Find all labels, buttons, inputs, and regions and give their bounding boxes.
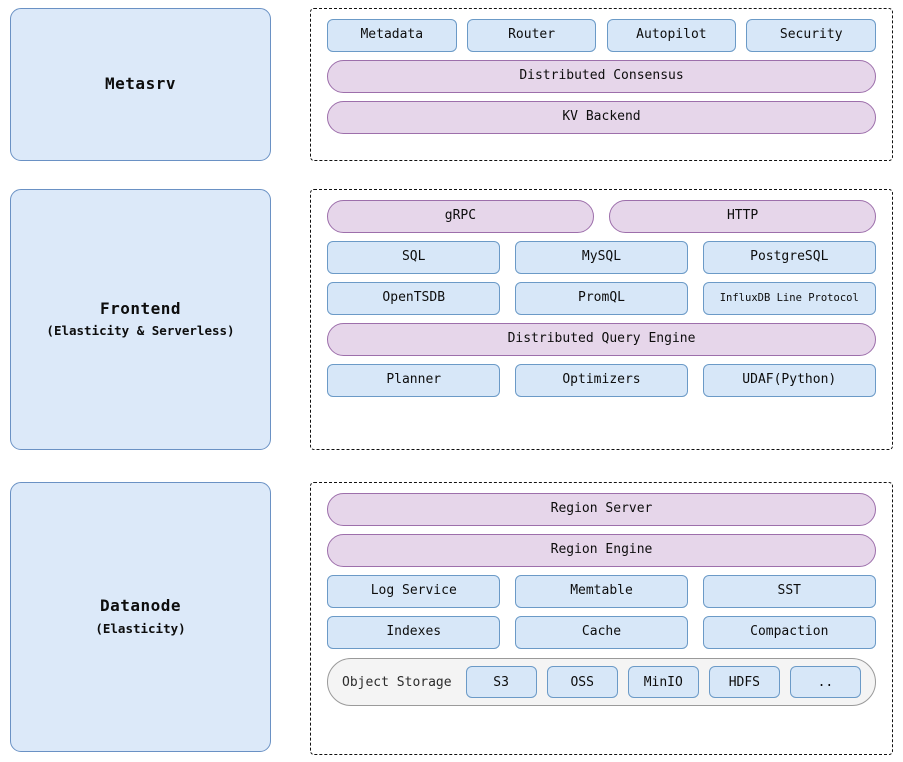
component-row: OpenTSDB PromQL InfluxDB Line Protocol xyxy=(327,282,876,315)
role-panel-metasrv: Metasrv xyxy=(10,8,271,161)
component-distributed-consensus[interactable]: Distributed Consensus xyxy=(327,60,876,93)
component-region-engine[interactable]: Region Engine xyxy=(327,534,876,567)
component-group-frontend: gRPC HTTP SQL MySQL PostgreSQL OpenTSDB … xyxy=(310,189,893,450)
component-memtable[interactable]: Memtable xyxy=(514,575,689,608)
component-security[interactable]: Security xyxy=(746,19,876,52)
component-row: Indexes Cache Compaction xyxy=(327,616,876,649)
component-group-datanode: Region Server Region Engine Log Service … xyxy=(310,482,893,755)
object-storage-label: Object Storage xyxy=(342,674,452,690)
component-row: Distributed Query Engine xyxy=(327,323,876,356)
component-row: gRPC HTTP xyxy=(327,200,876,233)
object-storage-strip: Object Storage S3 OSS MinIO HDFS .. xyxy=(327,658,876,706)
storage-backend-more[interactable]: .. xyxy=(789,666,861,698)
role-panel-datanode: Datanode (Elasticity) xyxy=(10,482,271,752)
component-group-metasrv: Metadata Router Autopilot Security Distr… xyxy=(310,8,893,161)
component-distributed-query-engine[interactable]: Distributed Query Engine xyxy=(327,323,876,356)
component-log-service[interactable]: Log Service xyxy=(327,575,501,608)
role-panel-subtitle: (Elasticity) xyxy=(95,620,186,636)
component-mysql[interactable]: MySQL xyxy=(514,241,689,274)
component-row: Log Service Memtable SST xyxy=(327,575,876,608)
component-sst[interactable]: SST xyxy=(702,575,876,608)
component-udaf-python[interactable]: UDAF(Python) xyxy=(702,364,876,397)
component-router[interactable]: Router xyxy=(466,19,597,52)
storage-backend-oss[interactable]: OSS xyxy=(546,666,618,698)
component-row: Region Engine xyxy=(327,534,876,567)
component-planner[interactable]: Planner xyxy=(327,364,501,397)
storage-backend-minio[interactable]: MinIO xyxy=(627,666,699,698)
role-panel-frontend: Frontend (Elasticity & Serverless) xyxy=(10,189,271,450)
component-row: KV Backend xyxy=(327,101,876,134)
component-region-server[interactable]: Region Server xyxy=(327,493,876,526)
component-http[interactable]: HTTP xyxy=(609,200,876,233)
component-row: SQL MySQL PostgreSQL xyxy=(327,241,876,274)
component-promql[interactable]: PromQL xyxy=(514,282,689,315)
role-panel-subtitle: (Elasticity & Serverless) xyxy=(46,323,235,339)
object-storage-backends: S3 OSS MinIO HDFS .. xyxy=(465,666,861,698)
component-compaction[interactable]: Compaction xyxy=(702,616,876,649)
component-optimizers[interactable]: Optimizers xyxy=(514,364,689,397)
component-indexes[interactable]: Indexes xyxy=(327,616,501,649)
storage-backend-hdfs[interactable]: HDFS xyxy=(708,666,780,698)
component-metadata[interactable]: Metadata xyxy=(327,19,457,52)
component-row: Distributed Consensus xyxy=(327,60,876,93)
component-row: Metadata Router Autopilot Security xyxy=(327,19,876,52)
role-panel-title: Metasrv xyxy=(105,74,176,94)
component-kv-backend[interactable]: KV Backend xyxy=(327,101,876,134)
component-row: Planner Optimizers UDAF(Python) xyxy=(327,364,876,397)
component-cache[interactable]: Cache xyxy=(514,616,689,649)
component-row: Region Server xyxy=(327,493,876,526)
role-panel-title: Datanode xyxy=(99,596,182,616)
component-autopilot[interactable]: Autopilot xyxy=(606,19,737,52)
role-panel-title: Frontend xyxy=(99,298,182,318)
component-opentsdb[interactable]: OpenTSDB xyxy=(327,282,501,315)
component-postgresql[interactable]: PostgreSQL xyxy=(702,241,876,274)
component-influxdb-line-protocol[interactable]: InfluxDB Line Protocol xyxy=(702,282,876,315)
storage-backend-s3[interactable]: S3 xyxy=(465,666,537,698)
component-sql[interactable]: SQL xyxy=(327,241,501,274)
component-grpc[interactable]: gRPC xyxy=(327,200,594,233)
